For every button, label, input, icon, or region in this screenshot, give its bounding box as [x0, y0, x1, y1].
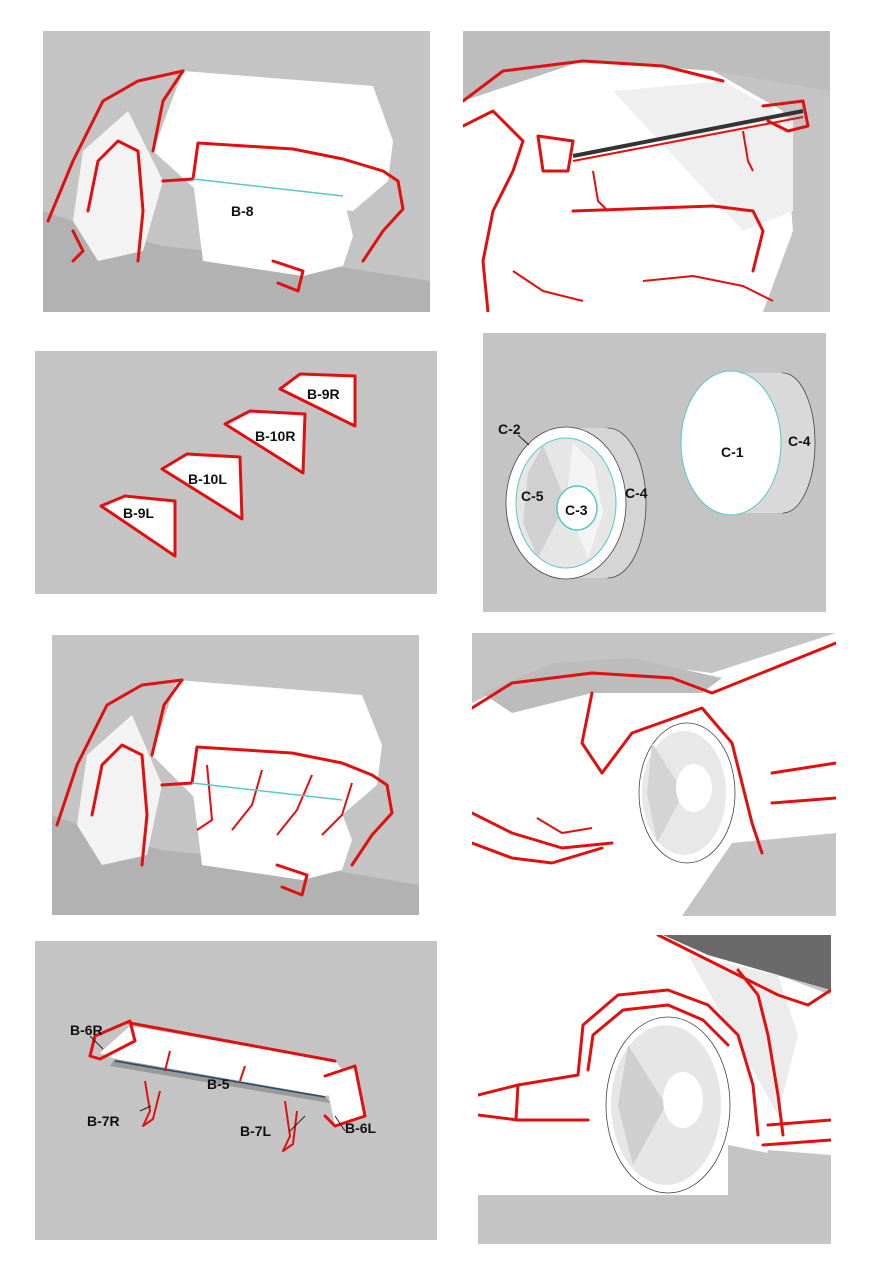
panel-rear-diffuser-b8: B-8: [43, 31, 430, 312]
label-c-5: C-5: [521, 488, 544, 504]
panel-wheels: C-2 C-1 C-4 C-5 C-3 C-4: [483, 333, 826, 612]
panel-rear-wing-parts: B-6R B-5 B-7R B-7L B-6L: [35, 941, 437, 1240]
panel-rear-wing-mounted: [463, 31, 830, 312]
label-c-4-ring: C-4: [625, 485, 648, 501]
rear-body-illustration: B-8: [43, 69, 430, 312]
rear-wing-illustration: [463, 31, 830, 312]
panel-rear-wheel-arch: [478, 935, 831, 1244]
wheels-illustration: C-2 C-1 C-4 C-5 C-3 C-4: [498, 370, 816, 580]
label-b-10l: B-10L: [188, 471, 227, 487]
label-c-1: C-1: [721, 444, 744, 460]
label-c-2: C-2: [498, 421, 521, 437]
label-c-4-solid: C-4: [788, 433, 811, 449]
label-c-3: C-3: [565, 502, 588, 518]
label-b-7l: B-7L: [240, 1123, 272, 1139]
label-b-9r: B-9R: [307, 386, 340, 402]
panel-diffuser-fins: B-9R B-10R B-10L B-9L: [35, 351, 437, 594]
front-arch-illustration: [472, 633, 836, 916]
label-b-5: B-5: [207, 1076, 230, 1092]
panel-front-wheel-arch: [472, 633, 836, 916]
label-b-10r: B-10R: [255, 428, 295, 444]
label-b-9l: B-9L: [123, 505, 155, 521]
panel-rear-diffuser-fins: [52, 635, 419, 915]
rear-fins-illustration: [52, 678, 419, 915]
wing-parts-illustration: B-6R B-5 B-7R B-7L B-6L: [70, 1019, 377, 1152]
label-b-6r: B-6R: [70, 1022, 103, 1038]
label-b-8: B-8: [231, 203, 254, 219]
fins-illustration: B-9R B-10R B-10L B-9L: [99, 372, 357, 558]
rear-arch-illustration: [478, 935, 831, 1195]
label-b-7r: B-7R: [87, 1113, 120, 1129]
label-b-6l: B-6L: [345, 1120, 377, 1136]
